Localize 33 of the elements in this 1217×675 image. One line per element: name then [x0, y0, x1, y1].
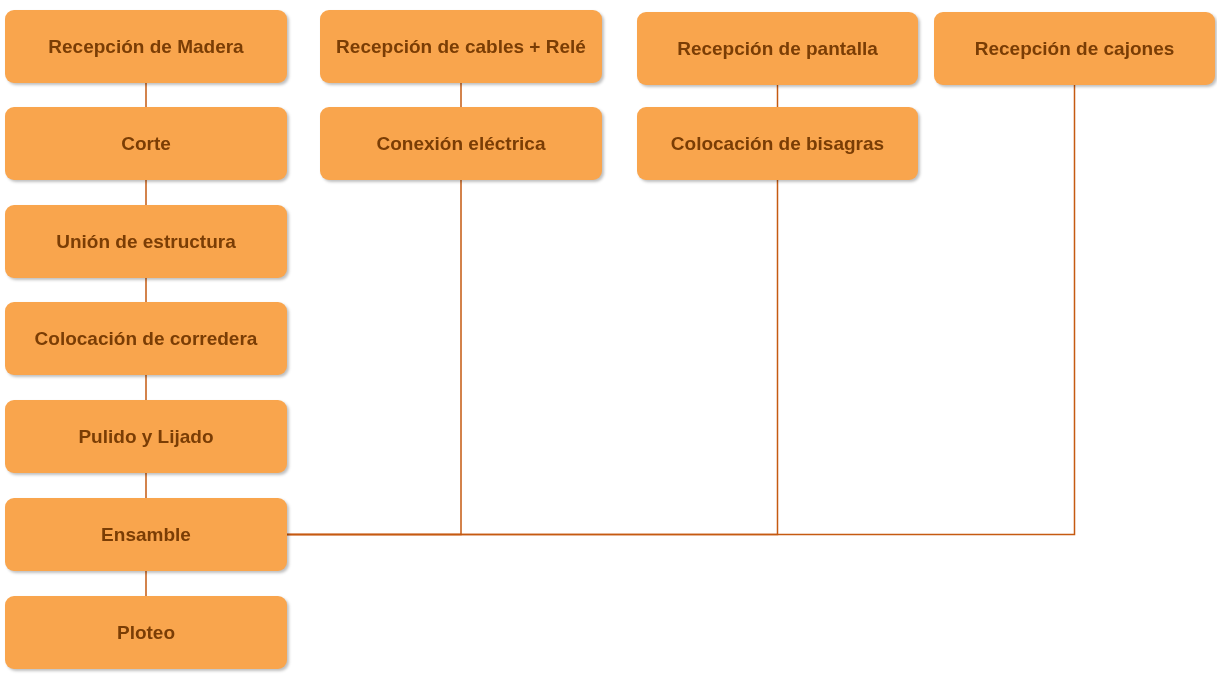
- connector-line: [776, 84, 779, 108]
- process-box: [5, 205, 287, 278]
- process-box: [5, 596, 287, 669]
- process-box: [637, 12, 918, 85]
- step-label: Unión de estructura: [56, 229, 236, 254]
- step-label: Colocación de bisagras: [670, 131, 885, 156]
- process-box: [5, 302, 287, 375]
- step-label: Recepción de Madera: [48, 34, 244, 59]
- process-box: [934, 12, 1215, 85]
- step-label: Recepción de cajones: [974, 36, 1175, 61]
- connector-line: [145, 472, 147, 499]
- process-box: [637, 107, 918, 180]
- step-label: Colocación de corredera: [34, 326, 258, 351]
- step-label: Corte: [121, 131, 171, 156]
- process-box: [320, 107, 602, 180]
- connector-line: [286, 84, 1076, 536]
- step-label: Conexión eléctrica: [376, 131, 546, 156]
- step-label: Ensamble: [101, 522, 191, 547]
- step-label: Ploteo: [116, 620, 176, 645]
- connector-line: [145, 374, 147, 401]
- connector-line: [145, 570, 147, 597]
- process-box: [5, 10, 287, 83]
- connector-line: [145, 82, 147, 108]
- connector-line: [460, 82, 462, 108]
- step-label: Recepción de pantalla: [677, 36, 878, 61]
- step-label: Pulido y Lijado: [78, 424, 214, 449]
- process-box: [5, 498, 287, 571]
- connector-line: [145, 277, 147, 303]
- step-label: Recepción de cables + Relé: [336, 34, 586, 59]
- connector-line: [145, 179, 147, 206]
- process-box: [320, 10, 602, 83]
- process-box: [5, 400, 287, 473]
- process-box: [5, 107, 287, 180]
